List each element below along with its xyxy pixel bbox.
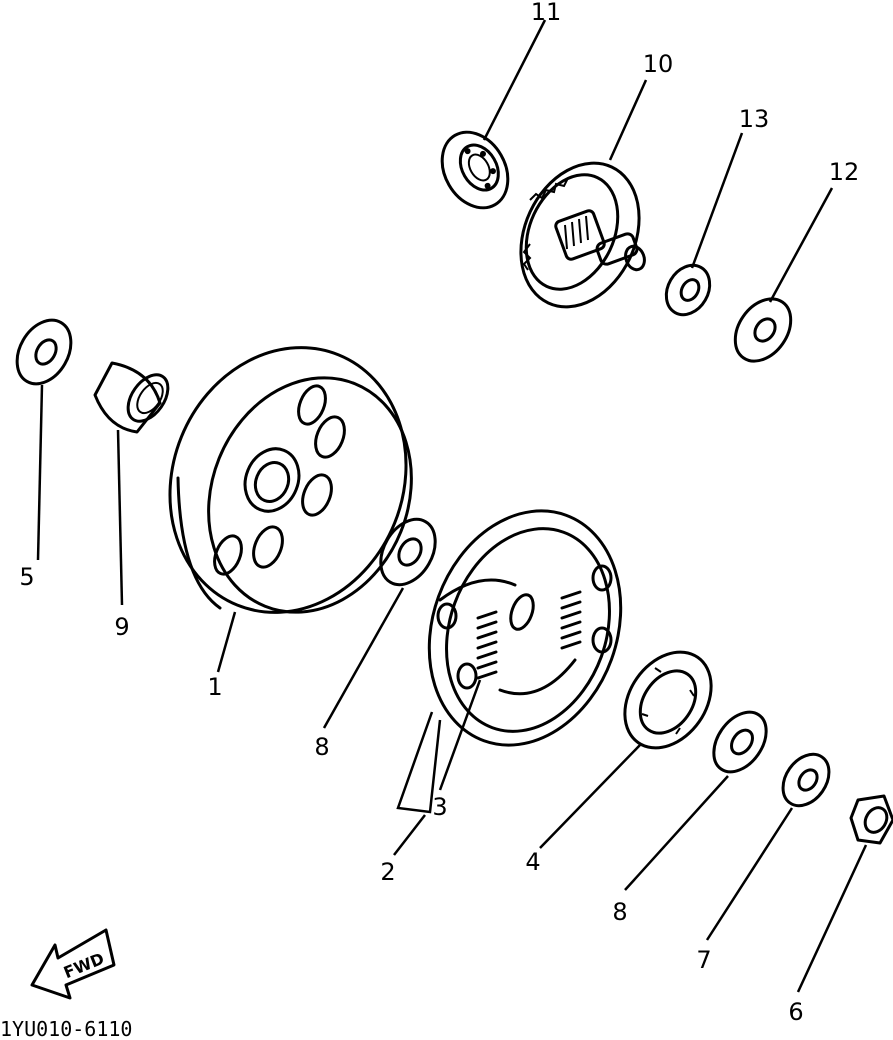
washer-part-12	[733, 297, 793, 363]
washer-part-5	[15, 318, 73, 386]
part-number-10: 10	[643, 50, 674, 78]
part-number-9: 9	[114, 613, 129, 641]
part-number-5: 5	[19, 563, 34, 591]
leader-lines	[36, 19, 868, 993]
part-number-12: 12	[829, 158, 860, 186]
fwd-arrow-icon: FWD	[30, 928, 116, 1000]
part-number-8-upper: 8	[314, 733, 329, 761]
part-number-13: 13	[739, 105, 770, 133]
washer-part-13	[664, 263, 712, 317]
part-number-3: 3	[432, 793, 447, 821]
part-number-4: 4	[525, 848, 540, 876]
nut-part-6	[849, 794, 893, 845]
part-number-6: 6	[788, 998, 803, 1026]
part-number-labels: 11 10 13 12 5 9 1 8 3 2 4 8 7 6	[19, 0, 859, 1026]
part-number-11: 11	[531, 0, 562, 26]
one-way-clutch-part-4	[623, 650, 713, 750]
washer-part-7	[781, 752, 831, 808]
clutch-housing-part-1	[168, 346, 413, 614]
part-number-7: 7	[696, 946, 711, 974]
washer-part-8a	[379, 517, 437, 587]
part-number-1: 1	[207, 673, 222, 701]
washer-part-8b	[712, 710, 768, 774]
bearing-part-11	[440, 130, 510, 210]
part-number-8-lower: 8	[612, 898, 627, 926]
gear-part-10	[519, 161, 646, 309]
diagram-code: 1YU010-6110	[0, 1017, 132, 1040]
clutch-shoe-assembly-part-2	[427, 509, 623, 747]
collar-part-9	[93, 361, 170, 434]
part-number-2: 2	[380, 858, 395, 886]
spring-part-3	[476, 590, 582, 680]
